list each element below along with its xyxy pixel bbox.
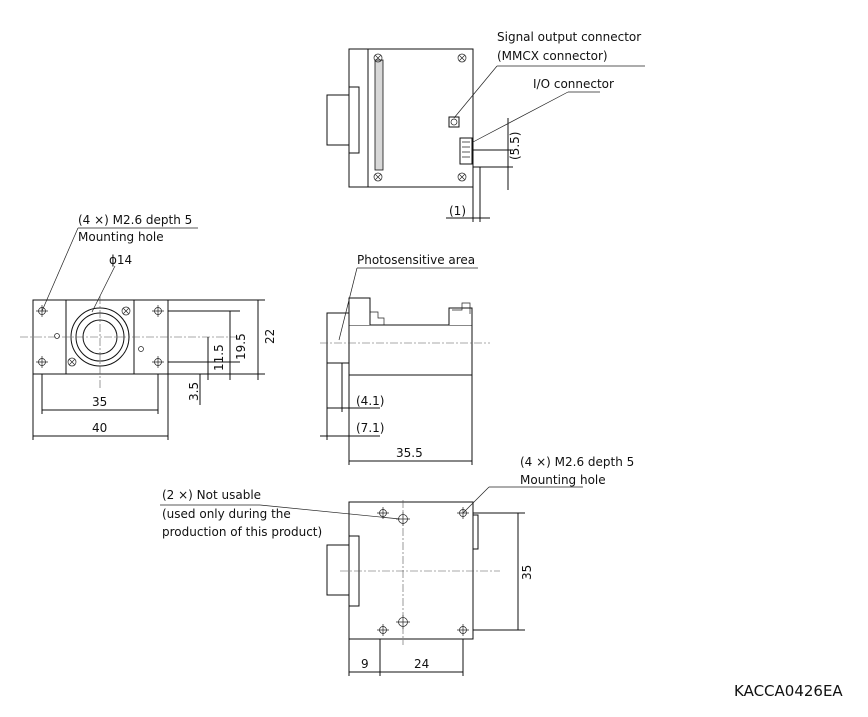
dim-1: (1) [449, 204, 466, 218]
side-view [320, 267, 490, 465]
dim-35-side: 35 [520, 565, 534, 580]
label-mount-bottom-2: Mounting hole [520, 473, 606, 487]
dim-3-5: 3.5 [187, 382, 201, 401]
label-mount-top-1: (4 ×) M2.6 depth 5 [78, 213, 192, 227]
bottom-view [160, 486, 583, 676]
label-io-connector: I/O connector [533, 77, 614, 91]
label-not-usable-2: (used only during the [162, 507, 291, 521]
dim-5-5: (5.5) [508, 132, 522, 160]
dim-19-5: 19.5 [234, 333, 248, 360]
dim-11-5: 11.5 [212, 344, 226, 371]
label-mount-top-2: Mounting hole [78, 230, 164, 244]
dim-22: 22 [263, 329, 277, 344]
dim-9: 9 [361, 657, 369, 671]
label-photosensitive: Photosensitive area [357, 253, 475, 267]
dim-4-1: (4.1) [356, 394, 384, 408]
label-mmcx: (MMCX connector) [497, 49, 608, 63]
front-view [20, 227, 265, 440]
label-not-usable-1: (2 ×) Not usable [162, 488, 261, 502]
document-code: KACCA0426EA [734, 682, 843, 700]
dim-7-1: (7.1) [356, 421, 384, 435]
label-not-usable-3: production of this product) [162, 525, 322, 539]
label-signal-output: Signal output connector [497, 30, 641, 44]
back-view [326, 48, 645, 222]
dim-35-front: 35 [92, 395, 107, 409]
dim-40: 40 [92, 421, 107, 435]
dim-35-5: 35.5 [396, 446, 423, 460]
label-mount-bottom-1: (4 ×) M2.6 depth 5 [520, 455, 634, 469]
label-phi14: ϕ14 [109, 253, 132, 267]
dim-24: 24 [414, 657, 429, 671]
